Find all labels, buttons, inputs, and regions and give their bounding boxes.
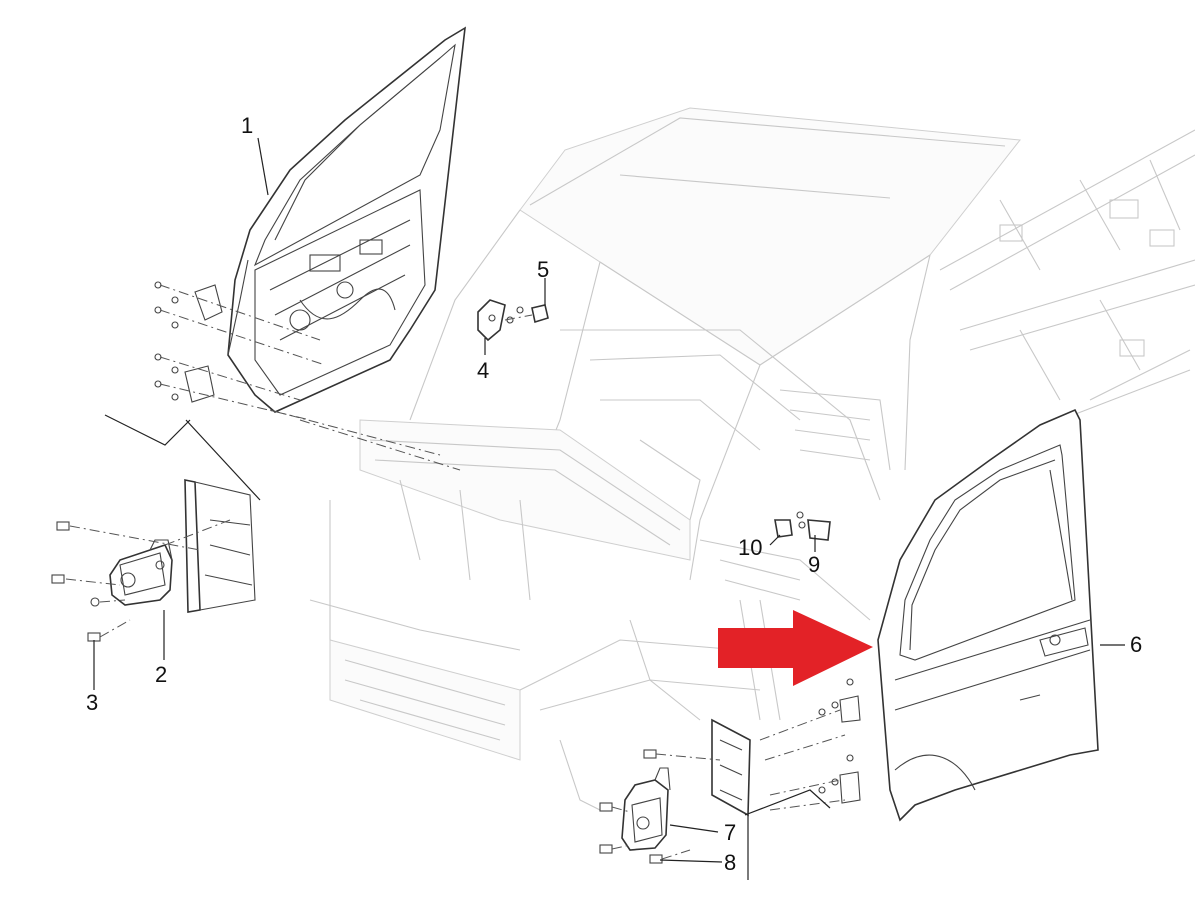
leader-lines [93, 137, 1125, 863]
callout-7: 7 [724, 820, 736, 845]
striker-part [477, 299, 549, 342]
hinge-bolts [51, 521, 101, 642]
cab-body-ghost [309, 107, 1195, 811]
lower-hinge-part [599, 718, 831, 880]
right-door-bolts [818, 678, 854, 794]
hinge-detail-part [51, 414, 261, 642]
red-arrow-icon [718, 610, 873, 686]
callout-9: 9 [808, 552, 820, 577]
callout-8: 8 [724, 850, 736, 875]
striker-right-part [774, 511, 831, 541]
callout-4: 4 [477, 358, 489, 383]
callout-1: 1 [241, 113, 253, 138]
callout-10: 10 [738, 535, 762, 560]
left-door-part [154, 26, 466, 471]
callout-6: 6 [1130, 632, 1142, 657]
door-bolts-upper [154, 281, 179, 401]
callout-3: 3 [86, 690, 98, 715]
callout-5: 5 [537, 257, 549, 282]
callout-2: 2 [155, 662, 167, 687]
right-door-part [759, 408, 1099, 822]
